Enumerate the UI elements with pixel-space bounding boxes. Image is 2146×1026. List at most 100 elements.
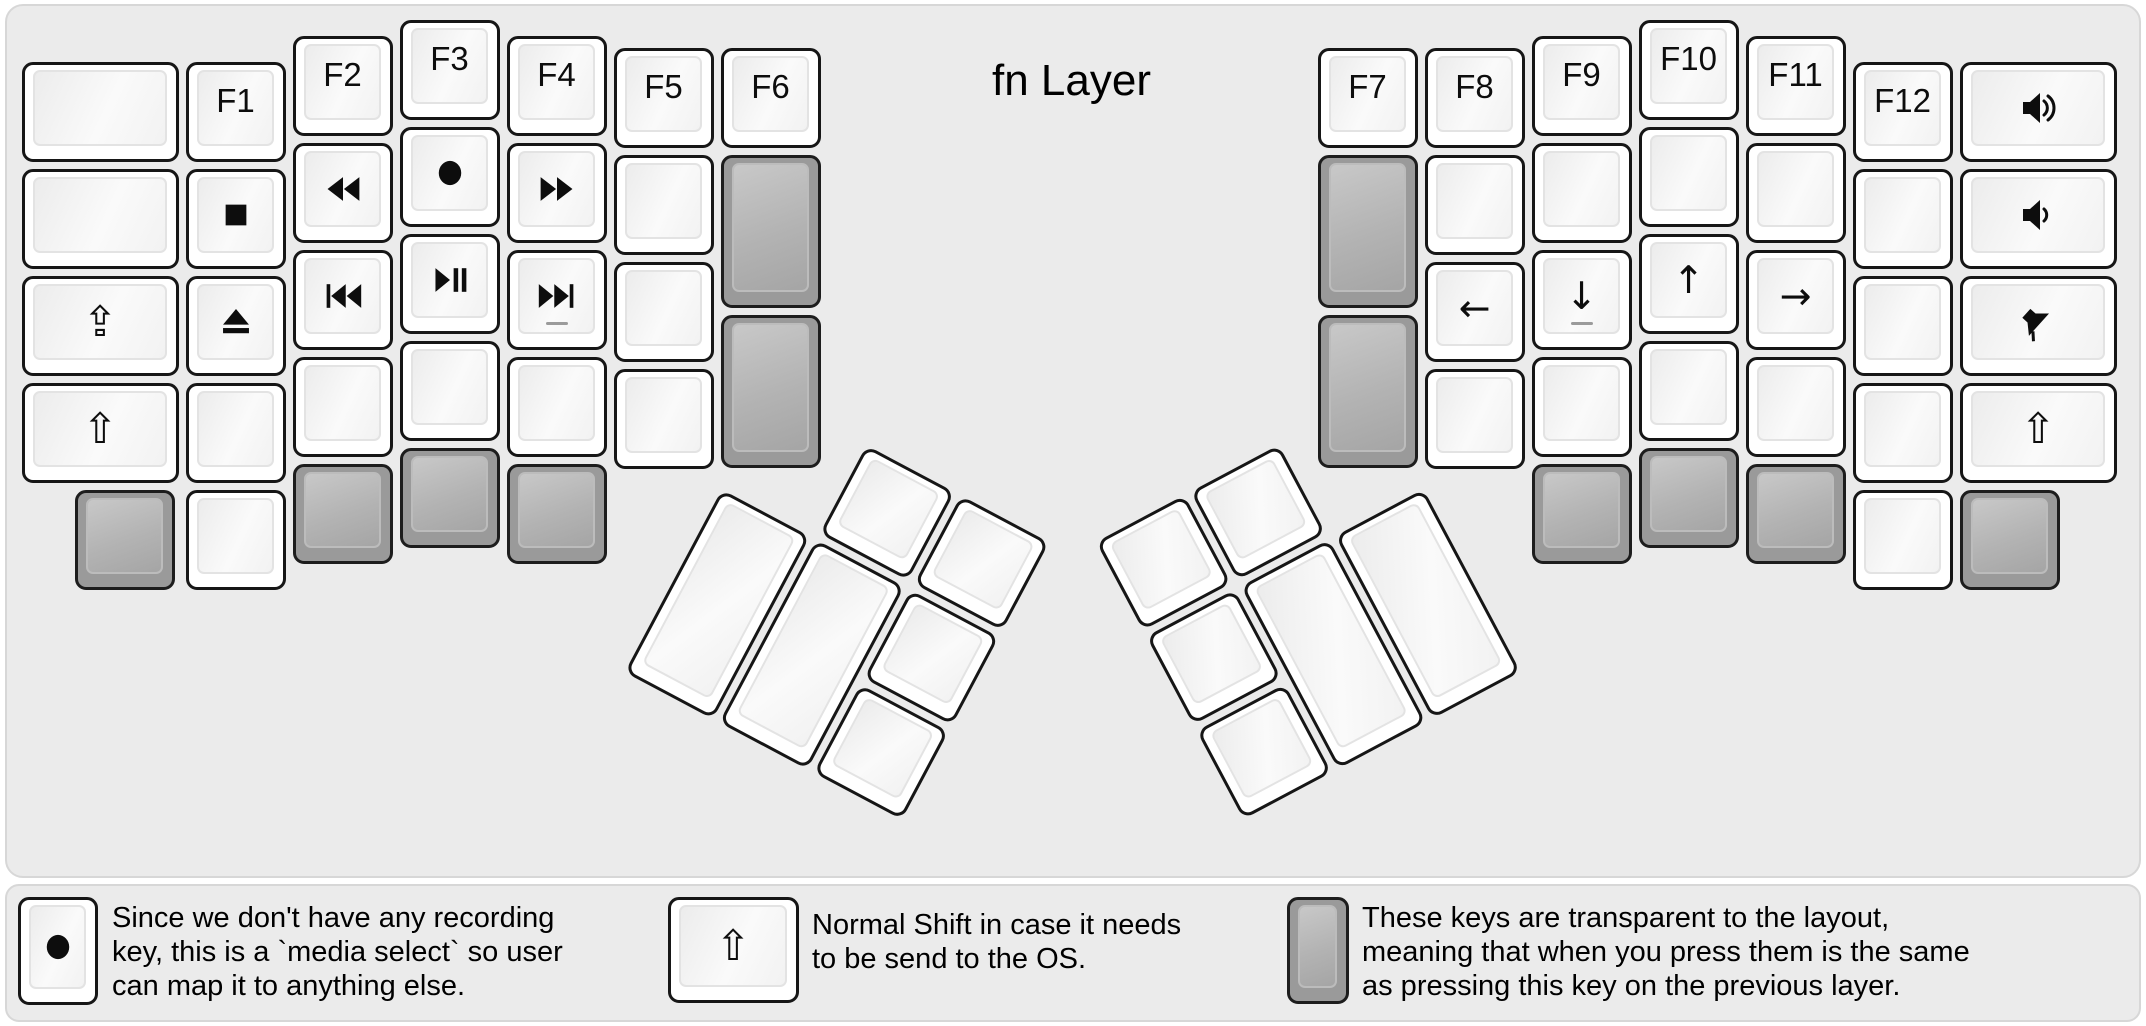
layer-title: fn Layer xyxy=(992,56,1151,105)
key-blank xyxy=(1639,341,1739,441)
keycap xyxy=(518,151,595,227)
keycap xyxy=(197,391,274,467)
caps-lock-icon: ⇪ xyxy=(82,297,118,346)
key-shift: ⇧ xyxy=(22,383,179,483)
key-label: F2 xyxy=(323,56,362,93)
keycap: ↓ xyxy=(1543,258,1620,334)
shift-icon: ⇧ xyxy=(715,921,751,970)
keycap xyxy=(33,70,167,146)
key-transparent xyxy=(400,448,500,548)
keycap xyxy=(1329,323,1406,452)
keycap xyxy=(1543,472,1620,548)
keycap xyxy=(304,472,381,548)
key-blank xyxy=(22,169,179,269)
keycap xyxy=(411,456,488,532)
key-transparent xyxy=(75,490,175,590)
keycap xyxy=(411,242,488,318)
key-arrow-down: ↓ xyxy=(1532,250,1632,350)
key-record xyxy=(400,127,500,227)
key-transparent xyxy=(721,155,821,308)
key-transparent xyxy=(1532,464,1632,564)
keycap xyxy=(29,905,86,989)
key-f7: F7 xyxy=(1318,48,1418,148)
key-eject xyxy=(186,276,286,376)
keycap xyxy=(1436,377,1513,453)
key-f3: F3 xyxy=(400,20,500,120)
key-blank xyxy=(614,369,714,469)
keycap: F6 xyxy=(732,56,809,132)
key-f5: F5 xyxy=(614,48,714,148)
keycap xyxy=(1757,472,1834,548)
key-blank xyxy=(1532,143,1632,243)
legend-text-line: to be send to the OS. xyxy=(812,943,1087,975)
key-label: F9 xyxy=(1562,56,1601,93)
key-f2: F2 xyxy=(293,36,393,136)
key-blank xyxy=(1853,169,1953,269)
key-f11: F11 xyxy=(1746,36,1846,136)
key-blank xyxy=(1853,490,1953,590)
arrow-down-icon: ↓ xyxy=(1565,274,1598,318)
key-label: F11 xyxy=(1768,56,1823,93)
keycap xyxy=(1971,498,2048,574)
keycap xyxy=(1650,349,1727,425)
keycap: F1 xyxy=(197,70,274,146)
legend-text-line: Normal Shift in case it needs xyxy=(812,909,1182,941)
keycap xyxy=(732,163,809,292)
legend-text-line: as pressing this key on the previous lay… xyxy=(1362,970,1901,1002)
rewind-icon xyxy=(323,169,363,209)
keycap xyxy=(1971,284,2105,360)
volume-up-icon xyxy=(2016,86,2060,130)
key-blank xyxy=(1853,383,1953,483)
keycap xyxy=(1757,151,1834,227)
key-blank xyxy=(1425,369,1525,469)
keycap: F11 xyxy=(1757,44,1834,120)
keycap xyxy=(1329,163,1406,292)
key-label: F8 xyxy=(1455,68,1494,105)
legend-key-shift: ⇧ xyxy=(668,897,799,1003)
key-blank xyxy=(186,383,286,483)
legend-text-line: Since we don't have any recording xyxy=(112,902,555,934)
key-caps-lock: ⇪ xyxy=(22,276,179,376)
legend-text-line: These keys are transparent to the layout… xyxy=(1362,902,1890,934)
keycap: F10 xyxy=(1650,28,1727,104)
key-blank xyxy=(1639,127,1739,227)
key-blank xyxy=(1425,155,1525,255)
keycap xyxy=(518,365,595,441)
key-label: F5 xyxy=(644,68,683,105)
key-label: F4 xyxy=(537,56,576,93)
arrow-right-icon: → xyxy=(1779,274,1812,318)
key-label: F10 xyxy=(1660,40,1717,77)
legend-key-transparent xyxy=(1287,897,1349,1004)
keycap xyxy=(1650,456,1727,532)
legend-panel xyxy=(5,884,2141,1022)
key-prev-track xyxy=(293,250,393,350)
key-blank xyxy=(293,357,393,457)
keycap xyxy=(625,270,702,346)
keycap: ← xyxy=(1436,270,1513,346)
keycap: ⇪ xyxy=(33,284,167,360)
eject-icon xyxy=(217,303,255,341)
key-label: F12 xyxy=(1874,82,1931,119)
keycap xyxy=(1971,70,2105,146)
keycap: F4 xyxy=(518,44,595,120)
keycap xyxy=(33,177,167,253)
key-f12: F12 xyxy=(1853,62,1953,162)
keycap xyxy=(518,258,595,334)
volume-mute-icon xyxy=(2016,300,2060,344)
keycap: F3 xyxy=(411,28,488,104)
keycap xyxy=(197,177,274,253)
keycap xyxy=(304,258,381,334)
volume-down-icon xyxy=(2016,193,2060,237)
keycap xyxy=(411,135,488,211)
key-blank xyxy=(614,155,714,255)
keycap xyxy=(304,365,381,441)
keycap xyxy=(197,498,274,574)
key-label: F6 xyxy=(751,68,790,105)
key-label: F7 xyxy=(1348,68,1387,105)
keycap xyxy=(1757,365,1834,441)
keycap: F7 xyxy=(1329,56,1406,132)
key-volume-up xyxy=(1960,62,2117,162)
